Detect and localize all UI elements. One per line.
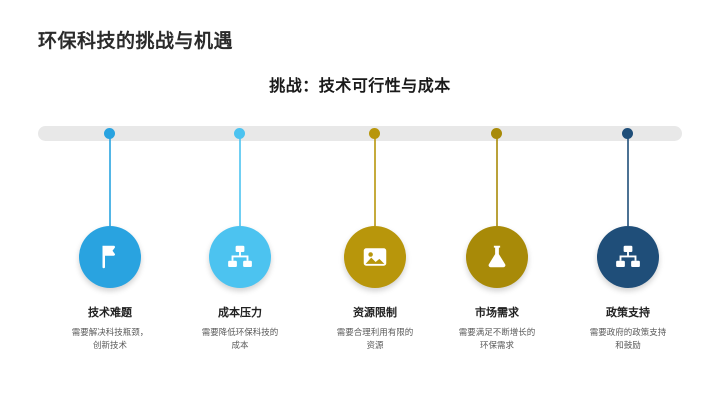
page-title: 环保科技的挑战与机遇	[38, 30, 234, 52]
timeline-bar	[38, 126, 682, 141]
node-icon-circle-policy-support	[597, 226, 659, 288]
node-label: 市场需求	[475, 306, 519, 319]
node-desc: 需要降低环保科技的 成本	[201, 328, 279, 351]
node-cost-pressure[interactable]: 成本压力 需要降低环保科技的 成本	[180, 226, 300, 353]
node-label: 资源限制	[353, 306, 397, 319]
timeline-dot-tech-difficulty	[104, 128, 115, 139]
flag-icon	[102, 245, 115, 269]
node-label: 成本压力	[218, 306, 262, 319]
node-tech-difficulty[interactable]: 技术难题 需要解决科技瓶颈， 创新技术	[50, 226, 170, 353]
flask-icon	[488, 245, 506, 268]
slide-subtitle: 挑战：技术可行性与成本	[269, 76, 451, 95]
node-icon-circle-tech-difficulty	[79, 226, 141, 288]
node-desc: 需要政府的政策支持 和鼓励	[589, 328, 667, 351]
node-icon-circle-resource-limit	[344, 226, 406, 288]
node-icon-circle-cost-pressure	[209, 226, 271, 288]
network-icon	[616, 245, 640, 267]
node-desc: 需要满足不断增长的 环保需求	[458, 328, 536, 351]
image-icon	[363, 248, 387, 266]
timeline-dot-market-demand	[491, 128, 502, 139]
timeline-dot-resource-limit	[369, 128, 380, 139]
timeline-dot-cost-pressure	[234, 128, 245, 139]
timeline-dot-policy-support	[622, 128, 633, 139]
node-label: 技术难题	[88, 306, 132, 319]
node-desc: 需要解决科技瓶颈， 创新技术	[71, 328, 149, 351]
node-resource-limit[interactable]: 资源限制 需要合理利用有限的 资源	[315, 226, 435, 353]
node-label: 政策支持	[606, 306, 650, 319]
node-market-demand[interactable]: 市场需求 需要满足不断增长的 环保需求	[437, 226, 557, 353]
sitemap-icon	[228, 245, 252, 267]
node-icon-circle-market-demand	[466, 226, 528, 288]
node-policy-support[interactable]: 政策支持 需要政府的政策支持 和鼓励	[568, 226, 688, 353]
node-desc: 需要合理利用有限的 资源	[336, 328, 414, 351]
